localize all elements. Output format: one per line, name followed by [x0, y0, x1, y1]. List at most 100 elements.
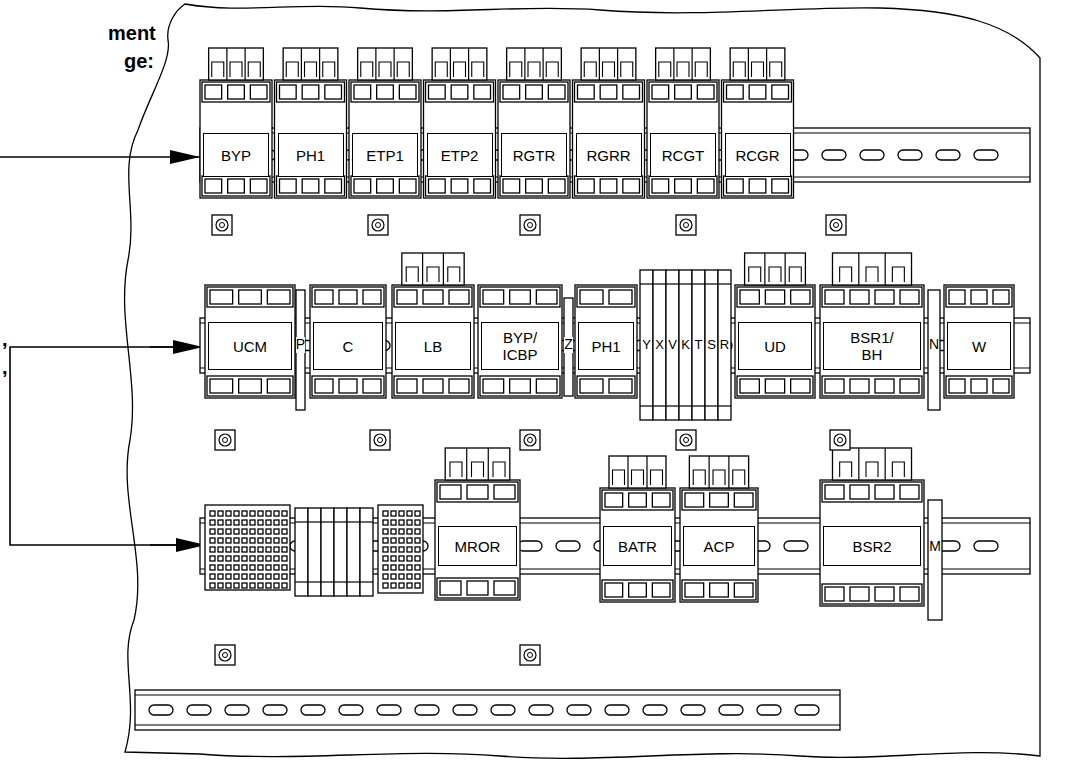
block-dot [226, 538, 231, 543]
screw-head [524, 649, 536, 661]
bracket-line [10, 347, 203, 545]
plug-divider [543, 48, 544, 80]
terminal-row [577, 287, 635, 307]
block-dot [258, 511, 263, 516]
terminal-cell [429, 179, 446, 193]
plug-pin [866, 267, 878, 282]
plug-divider [858, 253, 859, 285]
block-dot [266, 556, 271, 561]
strip-tick [321, 521, 334, 522]
terminal-cell [467, 581, 488, 595]
terminal-row [202, 82, 270, 102]
terminal-row [480, 376, 560, 396]
terminal-cell [423, 379, 443, 393]
relay-body [392, 285, 474, 398]
screw-head [374, 434, 386, 446]
block-dot [266, 520, 271, 525]
plug-divider [748, 48, 749, 80]
block-dot [210, 547, 215, 552]
terminal-cell [875, 379, 894, 393]
plug-divider [627, 456, 628, 488]
strip-tick [679, 405, 692, 406]
block-dot [383, 574, 388, 579]
plug-connector [507, 48, 562, 80]
terminal-cell [526, 179, 543, 193]
terminal-strip [295, 508, 308, 596]
block-dot [226, 547, 231, 552]
terminal-cell [429, 85, 446, 99]
plug-divider [764, 253, 765, 285]
terminal-cell [325, 179, 342, 193]
block-dot [258, 574, 263, 579]
plug-pin [733, 470, 745, 485]
screw-base [830, 430, 850, 450]
strip-tick [666, 283, 679, 284]
terminal-cell [503, 179, 520, 193]
plug-pin [651, 470, 663, 485]
terminal-cell [740, 290, 759, 304]
relay-module [205, 285, 295, 398]
terminal-cell [710, 493, 729, 507]
relay-name: ACP [704, 538, 735, 555]
terminal-letter: R [720, 338, 729, 352]
terminal-block [205, 505, 290, 590]
plug-pin [892, 267, 904, 282]
relay-name: W [972, 338, 986, 355]
terminal-cell [971, 379, 987, 393]
rail-body [200, 128, 1030, 182]
terminal-cell [315, 379, 333, 393]
block-dot [407, 538, 412, 543]
strip-tick [308, 521, 321, 522]
plug-pin [621, 62, 633, 77]
block-dot [218, 583, 223, 588]
relay-label-box: W [947, 322, 1011, 370]
terminal-cell [600, 85, 617, 99]
screw-head [830, 219, 842, 231]
plug-pin [528, 62, 540, 77]
plug-divider [468, 48, 469, 80]
block-dot [242, 556, 247, 561]
plug-connector [609, 456, 666, 488]
screw-slot [528, 438, 533, 443]
terminal-row [426, 82, 494, 102]
terminal-letter: Y [642, 338, 651, 352]
components [135, 48, 1030, 730]
block-dot [391, 583, 396, 588]
plug-divider [785, 253, 786, 285]
block-dot [258, 520, 263, 525]
terminal-cell [451, 179, 468, 193]
screw-head [524, 219, 536, 231]
terminal-cell [503, 85, 520, 99]
cut-off-heading: ge: [124, 50, 154, 72]
strip-tick [347, 521, 360, 522]
block-dot [274, 529, 279, 534]
mounting-screw [520, 215, 540, 235]
terminal-row [394, 287, 472, 307]
screw-slot [684, 438, 689, 443]
plug-pin [248, 62, 260, 77]
strip-tick [640, 283, 653, 284]
plug-divider [524, 48, 525, 80]
block-dot [274, 556, 279, 561]
terminal-cell [474, 179, 491, 193]
terminal-strips [295, 508, 373, 596]
strip-tick [692, 283, 705, 284]
terminal-cell [536, 379, 557, 393]
terminal-row [682, 490, 756, 510]
relay-label-box: LB [395, 322, 471, 370]
terminal-cell [280, 85, 297, 99]
block-dot [218, 520, 223, 525]
relay-name: RGTR [513, 147, 556, 164]
rail-body [135, 690, 840, 730]
terminal-cell [580, 290, 603, 304]
block-dot [407, 520, 412, 525]
block-body [378, 505, 423, 593]
rail-slot [301, 705, 325, 715]
block-dot [242, 565, 247, 570]
terminal-cell [740, 379, 759, 393]
screw-base [215, 645, 235, 665]
terminal-cell [510, 379, 531, 393]
terminal-cell [363, 379, 381, 393]
plug-connector [689, 456, 748, 488]
block-dot [399, 583, 404, 588]
